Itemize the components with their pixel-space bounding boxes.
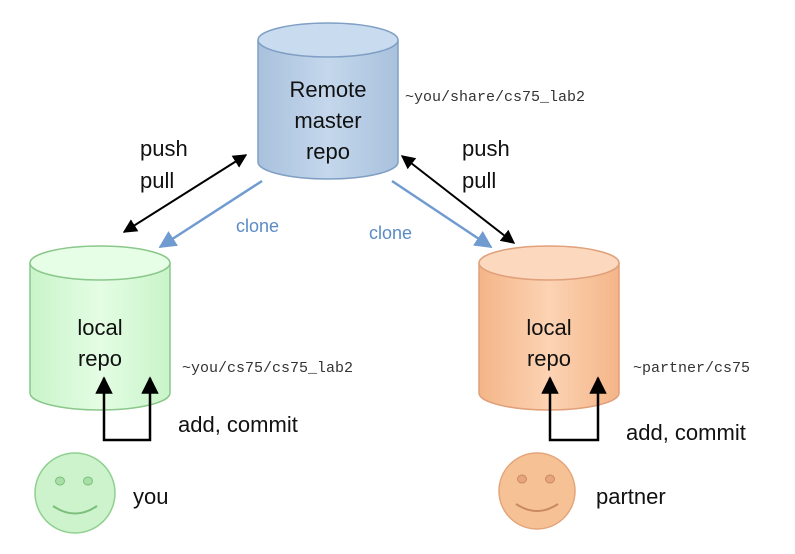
local-repo-partner-label-line2: repo <box>526 346 572 371</box>
clone-left-label: clone <box>236 216 280 236</box>
remote-repo-path: ~you/share/cs75_lab2 <box>405 89 586 106</box>
pull-left-label: pull <box>140 168 175 193</box>
local-repo-you-label-line2: repo <box>77 346 123 371</box>
add-commit-partner-label: add, commit <box>626 420 746 445</box>
local-repo-you-label: local repo <box>40 312 160 374</box>
person-you-label: you <box>133 484 169 509</box>
push-pull-right-label: push pull <box>462 133 510 197</box>
smiley-you-icon <box>34 452 116 534</box>
local-repo-partner-label: local repo <box>489 312 609 374</box>
push-pull-left-label: push pull <box>140 133 188 197</box>
local-repo-you-path: ~you/cs75/cs75_lab2 <box>182 360 354 377</box>
push-right-label: push <box>462 136 510 161</box>
commit-loop-arrow-you <box>102 376 159 442</box>
push-pull-arrow-right <box>400 155 516 244</box>
clone-arrow-left <box>158 179 263 249</box>
push-left-label: push <box>140 136 188 161</box>
remote-repo-label: Remote master repo <box>268 74 388 167</box>
clone-right-label: clone <box>369 223 413 243</box>
smiley-partner-icon <box>498 452 576 530</box>
person-partner-label: partner <box>596 484 666 509</box>
local-repo-partner-path: ~partner/cs75 <box>633 360 751 377</box>
pull-right-label: pull <box>462 168 497 193</box>
local-repo-partner-label-line1: local <box>526 315 572 340</box>
remote-repo-cylinder <box>257 22 399 180</box>
remote-repo-label-line1: Remote <box>289 77 367 102</box>
local-repo-you-cylinder <box>29 245 171 411</box>
commit-loop-arrow-partner <box>548 376 607 442</box>
local-repo-you-label-line1: local <box>77 315 123 340</box>
push-pull-arrow-left <box>122 154 248 233</box>
clone-arrow-right <box>391 179 493 249</box>
add-commit-you-label: add, commit <box>178 412 298 437</box>
remote-repo-label-line2: master <box>294 108 362 133</box>
remote-repo-label-line3: repo <box>305 139 351 164</box>
